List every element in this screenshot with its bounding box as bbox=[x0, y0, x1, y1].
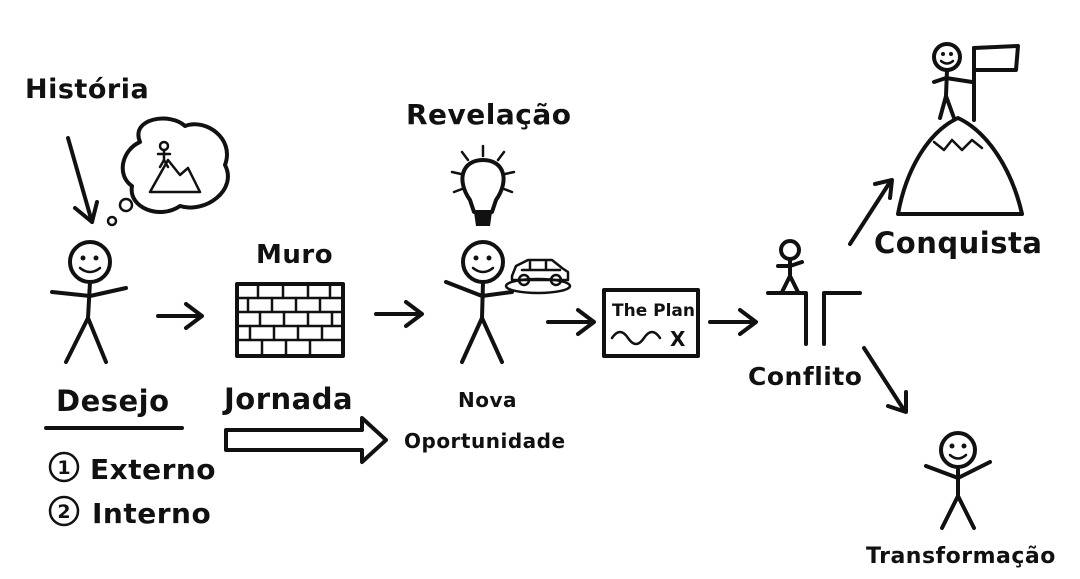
plan-title: The Plan bbox=[612, 301, 695, 321]
number-circle-2: 2 bbox=[48, 495, 80, 527]
conquista-label: Conquista bbox=[874, 226, 1043, 260]
brick-wall bbox=[235, 282, 345, 358]
jornada-label: Jornada bbox=[224, 382, 354, 416]
arrow-1 bbox=[156, 302, 204, 330]
oportunidade-label: Oportunidade bbox=[404, 429, 566, 453]
number-circle-1: 1 bbox=[48, 451, 80, 483]
plan-x: X bbox=[670, 327, 686, 351]
conflito-label: Conflito bbox=[748, 362, 863, 391]
thought-bubble bbox=[106, 116, 230, 227]
externo-label: Externo bbox=[90, 453, 217, 486]
mountain-icon bbox=[896, 116, 1024, 216]
svg-text:2: 2 bbox=[57, 501, 70, 523]
desejo-label: Desejo bbox=[56, 384, 170, 418]
interno-label: Interno bbox=[92, 497, 212, 530]
arrow-up-conquista bbox=[848, 178, 894, 246]
cliff-gap bbox=[766, 291, 862, 346]
arrow-down-transformacao bbox=[862, 346, 908, 414]
arrow-4 bbox=[708, 308, 758, 336]
muro-label: Muro bbox=[256, 240, 334, 270]
plan-board bbox=[602, 288, 700, 358]
jornada-arrow bbox=[224, 416, 388, 464]
flag-icon bbox=[972, 44, 1020, 122]
stick-figure-conflito bbox=[776, 239, 804, 294]
historia-label: História bbox=[25, 74, 150, 105]
stick-figure-desejo bbox=[50, 240, 128, 364]
stick-figure-transformacao bbox=[924, 431, 992, 530]
stick-figure-oportunidade bbox=[444, 240, 514, 364]
historia-arrow bbox=[66, 136, 99, 224]
svg-text:1: 1 bbox=[57, 457, 70, 479]
transformacao-label: Transformação bbox=[866, 544, 1056, 569]
lightbulb-icon bbox=[450, 144, 516, 226]
revelacao-label: Revelação bbox=[406, 98, 572, 131]
arrow-2 bbox=[374, 300, 424, 328]
stick-figure-conquista bbox=[932, 42, 974, 120]
arrow-3 bbox=[546, 308, 596, 336]
nova-label: Nova bbox=[458, 388, 518, 412]
car-icon bbox=[504, 258, 572, 295]
